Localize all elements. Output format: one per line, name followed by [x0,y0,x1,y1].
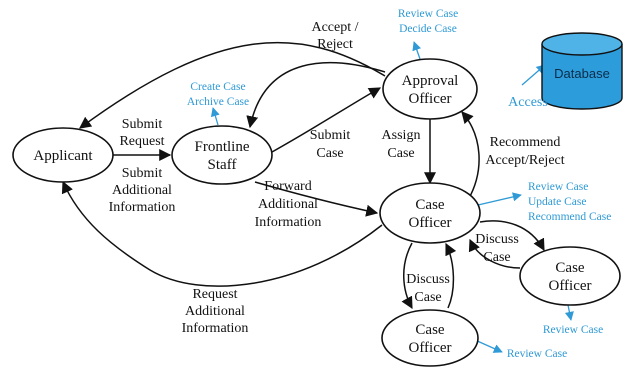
label-discuss-right-1: Discuss [475,232,519,247]
label-submit-request-1: Submit [122,117,163,132]
node-case-officer-main: Case Officer [379,182,481,244]
node-frontline-label-2: Staff [208,157,237,173]
annotation-case-bottom-1: Review Case [507,348,567,360]
label-assign-case-1: Assign [382,128,421,143]
label-accept-reject-2: Reject [317,37,353,52]
annotation-arrow-case-right [564,304,574,321]
label-forward-2: Additional [258,197,318,212]
label-request-additional-3: Information [182,321,249,336]
annotation-arrow-frontline [210,107,220,126]
node-case-bottom-label-1: Case [415,322,445,338]
access-arrow-1 [521,64,546,86]
label-discuss-bottom-1: Discuss [406,272,450,287]
label-submit-case-2: Case [316,146,343,161]
label-forward-1: Forward [264,179,311,194]
node-frontline-staff: Frontline Staff [171,125,273,185]
edge-request-additional [61,180,383,287]
annotation-arrow-approval [412,41,422,60]
node-case-main-label-2: Officer [408,215,451,231]
node-approval-officer: Approval Officer [382,58,478,120]
node-case-officer-right: Case Officer [519,246,621,306]
label-discuss-right-2: Case [483,250,510,265]
label-request-additional-2: Additional [185,304,245,319]
edge-discuss-right-out [479,220,545,252]
node-case-main-label-1: Case [415,197,445,213]
database-label: Database [554,66,610,81]
label-submit-case-1: Submit [310,128,351,143]
node-case-bottom-label-2: Officer [408,340,451,356]
label-request-additional-1: Request [192,287,237,302]
label-recommend-2: Accept/Reject [485,153,564,168]
node-approval-label-2: Officer [408,91,451,107]
annotation-approval-2: Decide Case [399,23,457,35]
annotation-approval-1: Review Case [398,8,458,20]
node-frontline-label-1: Frontline [195,139,250,155]
node-applicant: Applicant [12,127,114,183]
annotation-frontline-1: Create Case [190,81,245,93]
node-case-officer-bottom: Case Officer [381,309,479,367]
annotation-labels: Review Case Decide Case Create Case Arch… [187,8,612,360]
label-submit-additional-3: Information [109,200,176,215]
label-recommend-1: Recommend [490,135,561,150]
node-applicant-label: Applicant [33,148,93,164]
edge-approval-to-frontline [246,61,386,129]
node-case-right-label-2: Officer [548,278,591,294]
access-label: Access [508,95,548,110]
label-assign-case-2: Case [387,146,414,161]
edge-recommend [461,111,480,201]
annotation-case-right-1: Review Case [543,324,603,336]
annotation-frontline-2: Archive Case [187,96,249,108]
database-icon: Database [541,32,623,110]
label-submit-additional-2: Additional [112,183,172,198]
label-forward-3: Information [255,215,322,230]
label-submit-additional-1: Submit [122,166,163,181]
annotation-arrow-case-main [477,192,522,206]
edge-accept-reject [79,41,386,129]
annotation-case-main-1: Review Case [528,181,588,193]
edge-discuss-bottom-up [445,242,457,309]
edge-discuss-right-back [468,238,521,269]
annotation-case-main-2: Update Case [528,196,586,208]
edges [61,41,545,310]
node-approval-label-1: Approval [402,73,459,89]
edge-forward [254,181,379,217]
edge-discuss-bottom-down [401,242,413,310]
node-case-right-label-1: Case [555,260,585,276]
annotation-case-main-3: Recommend Case [528,211,611,223]
annotation-arrow-case-bottom [474,339,503,353]
label-discuss-bottom-2: Case [414,290,441,305]
label-submit-request-2: Request [119,134,164,149]
label-accept-reject-1: Accept / [311,20,358,35]
edge-labels: Accept / Reject Submit Request Submit Ad… [109,20,565,336]
edge-submit-case [271,87,382,153]
